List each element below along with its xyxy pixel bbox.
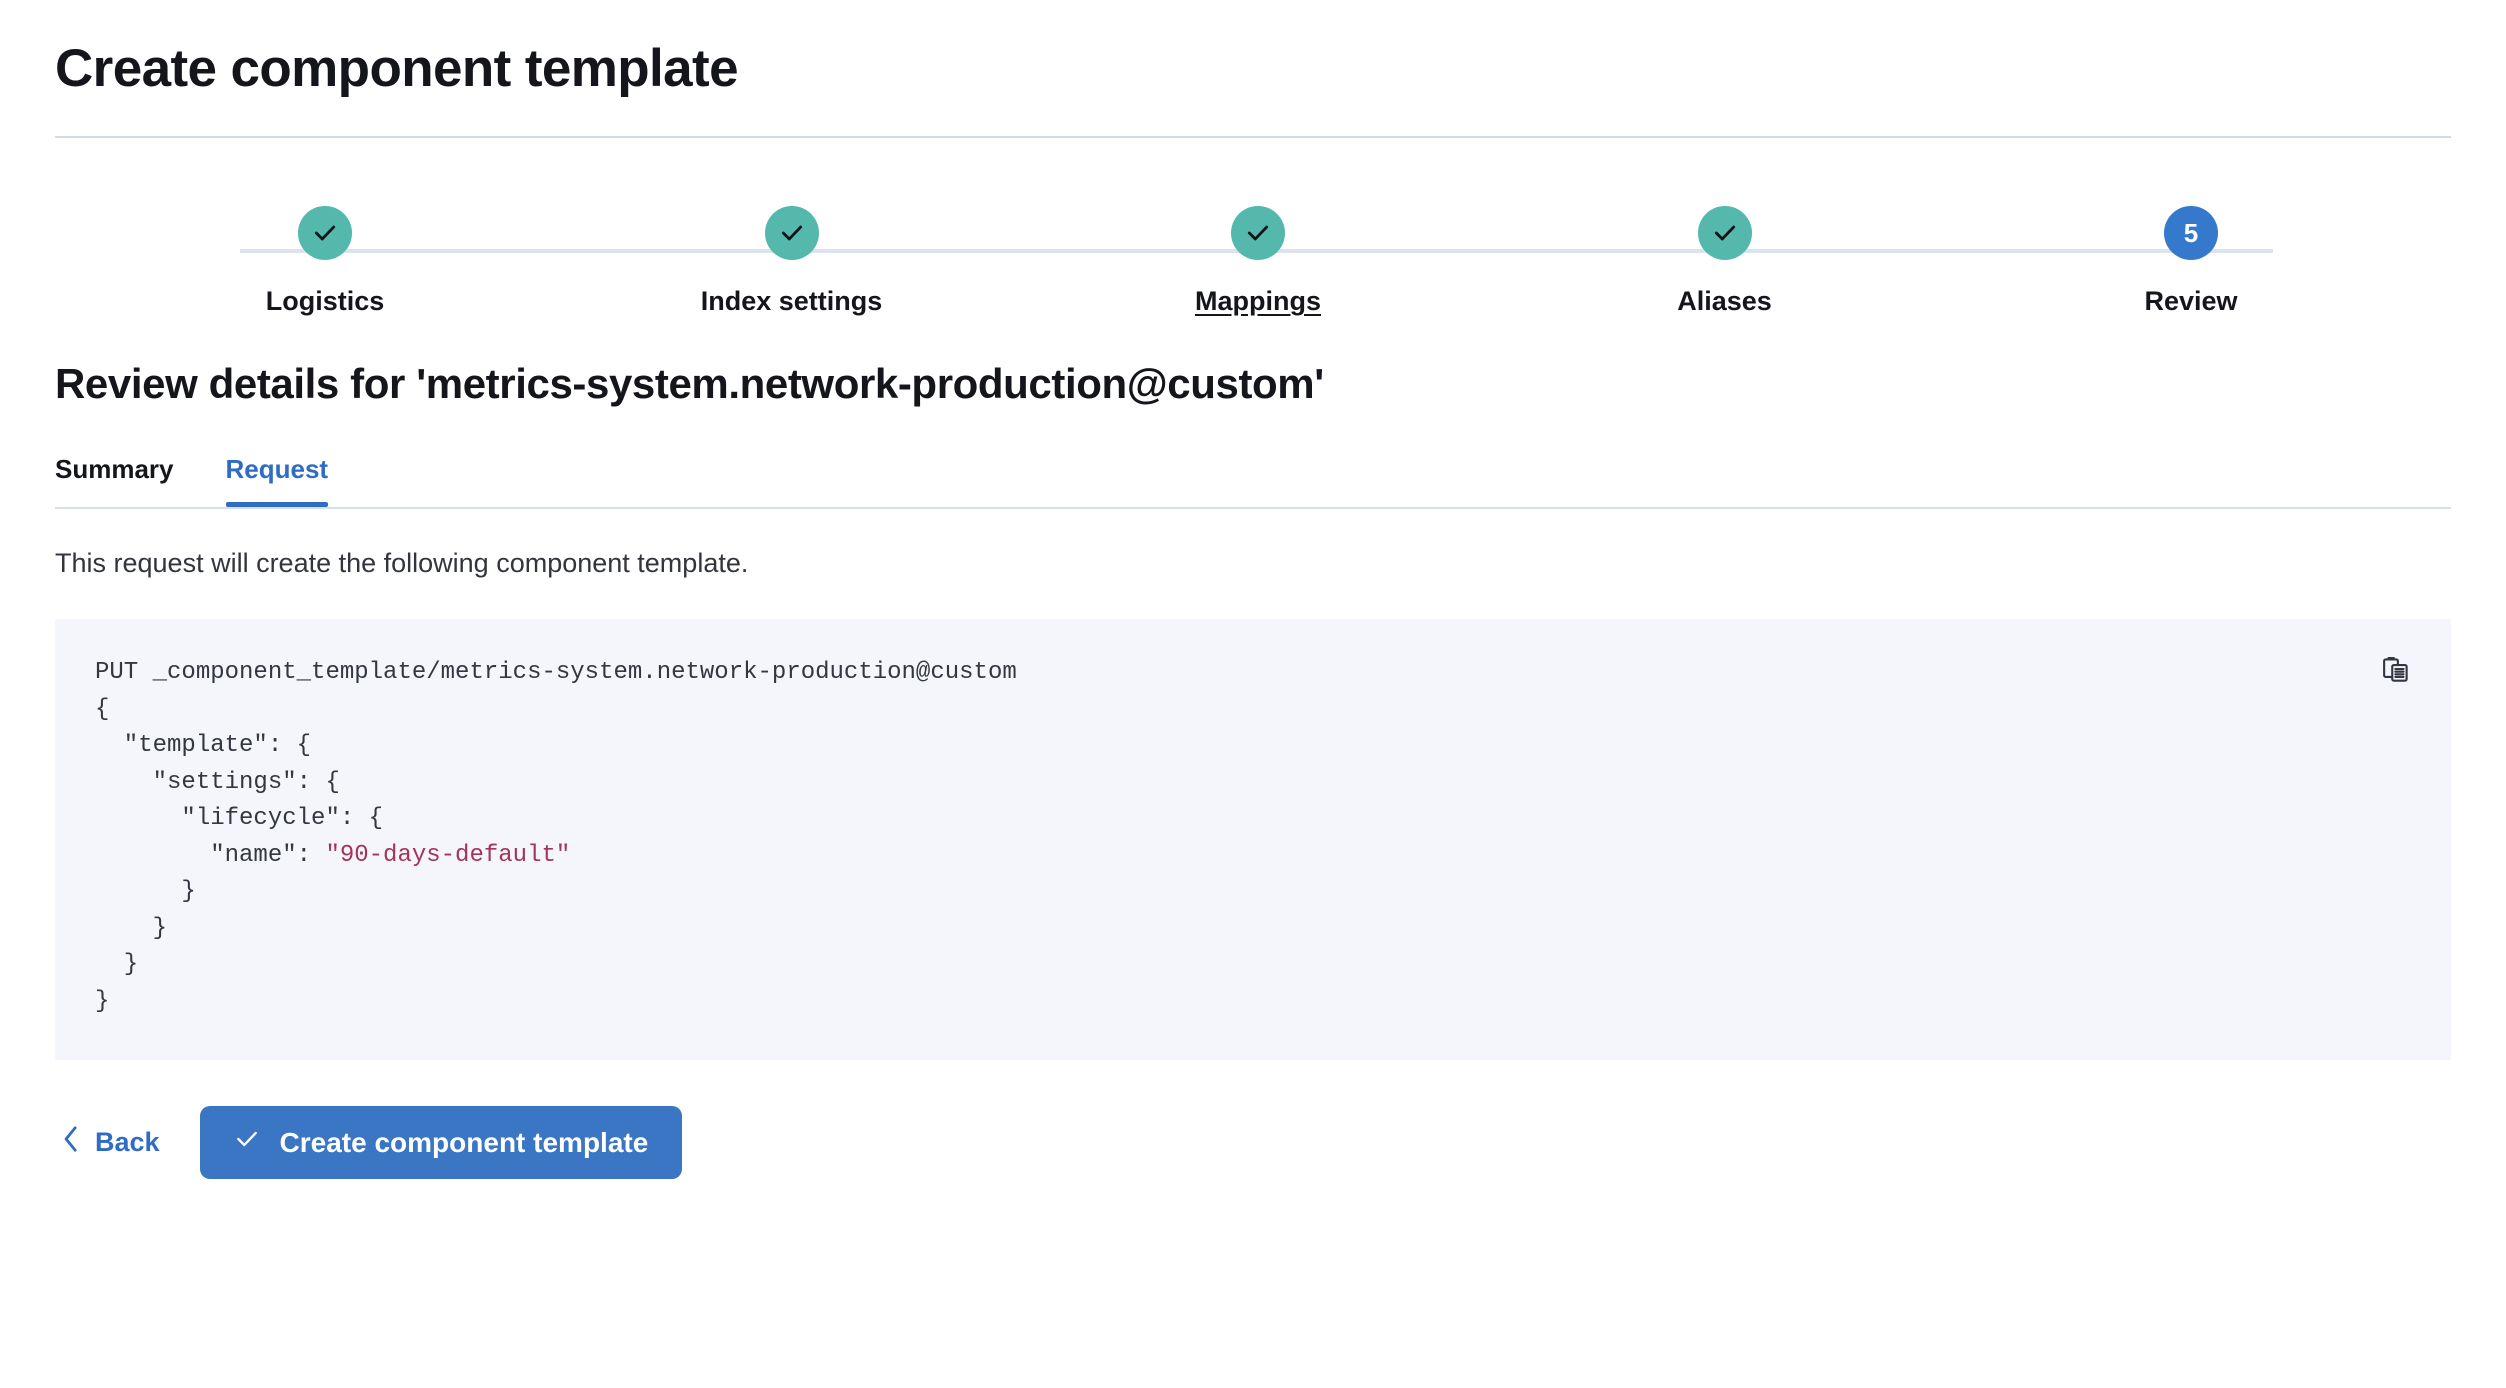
create-component-template-button[interactable]: Create component template <box>199 1106 683 1180</box>
check-icon <box>1245 220 1271 246</box>
clipboard-copy-icon <box>2381 657 2411 688</box>
code-body-line: "template": { <box>95 732 312 760</box>
create-component-template-label: Create component template <box>279 1126 649 1158</box>
code-body-line: } <box>95 951 139 979</box>
step-marker-review: 5 <box>2164 206 2218 261</box>
tab-summary[interactable]: Summary <box>55 454 204 507</box>
check-icon <box>779 220 805 246</box>
code-body-line: } <box>95 987 110 1015</box>
step-label-review: Review <box>2144 286 2238 317</box>
step-marker-mappings <box>1231 206 1285 261</box>
stepper-step-logistics[interactable]: Logistics <box>175 206 475 317</box>
copy-request-button[interactable] <box>2375 649 2417 691</box>
code-method-line: PUT _component_template/metrics-system.n… <box>95 659 1017 687</box>
request-code-panel: PUT _component_template/metrics-system.n… <box>55 619 2451 1061</box>
step-label-mappings: Mappings <box>1195 286 1321 317</box>
step-label-index-settings: Index settings <box>700 286 883 317</box>
page-title: Create component template <box>55 39 739 98</box>
code-string-value: "90-days-default" <box>325 841 571 869</box>
footer-actions: Back Create component template <box>55 1060 2451 1180</box>
back-button[interactable]: Back <box>55 1115 166 1170</box>
step-number-review: 5 <box>2183 218 2199 249</box>
tab-request[interactable]: Request <box>204 454 351 508</box>
check-icon <box>312 220 338 246</box>
stepper-step-aliases[interactable]: Aliases <box>1575 206 1875 317</box>
check-icon <box>1712 220 1738 246</box>
step-marker-index-settings <box>764 206 819 261</box>
step-marker-logistics <box>298 206 352 261</box>
step-marker-aliases <box>1697 206 1752 261</box>
tabs-divider <box>55 507 2451 510</box>
code-body-line: } <box>95 914 168 942</box>
request-code-block: PUT _component_template/metrics-system.n… <box>95 655 2411 1020</box>
stepper-steps: Logistics Index settings Mappings <box>55 206 2451 317</box>
review-heading: Review details for 'metrics-system.netwo… <box>55 360 1324 408</box>
code-body-line: } <box>95 878 196 906</box>
review-tabs: Summary Request <box>55 454 2451 508</box>
wizard-stepper: Logistics Index settings Mappings <box>55 206 2451 346</box>
header-divider <box>55 136 2451 139</box>
stepper-step-index-settings[interactable]: Index settings <box>642 206 942 317</box>
request-description: This request will create the following c… <box>55 548 749 579</box>
step-label-aliases: Aliases <box>1677 286 1772 317</box>
code-body-line: { <box>95 695 110 723</box>
stepper-step-review[interactable]: 5 Review <box>2041 206 2341 317</box>
code-body-line: "name": <box>95 841 326 869</box>
code-body-line: "lifecycle": { <box>95 805 384 833</box>
step-label-logistics: Logistics <box>265 286 385 317</box>
back-button-label: Back <box>95 1127 160 1158</box>
code-body-line: "settings": { <box>95 768 340 796</box>
check-icon <box>234 1126 260 1159</box>
stepper-step-mappings[interactable]: Mappings <box>1108 206 1408 317</box>
chevron-left-icon <box>61 1125 81 1160</box>
